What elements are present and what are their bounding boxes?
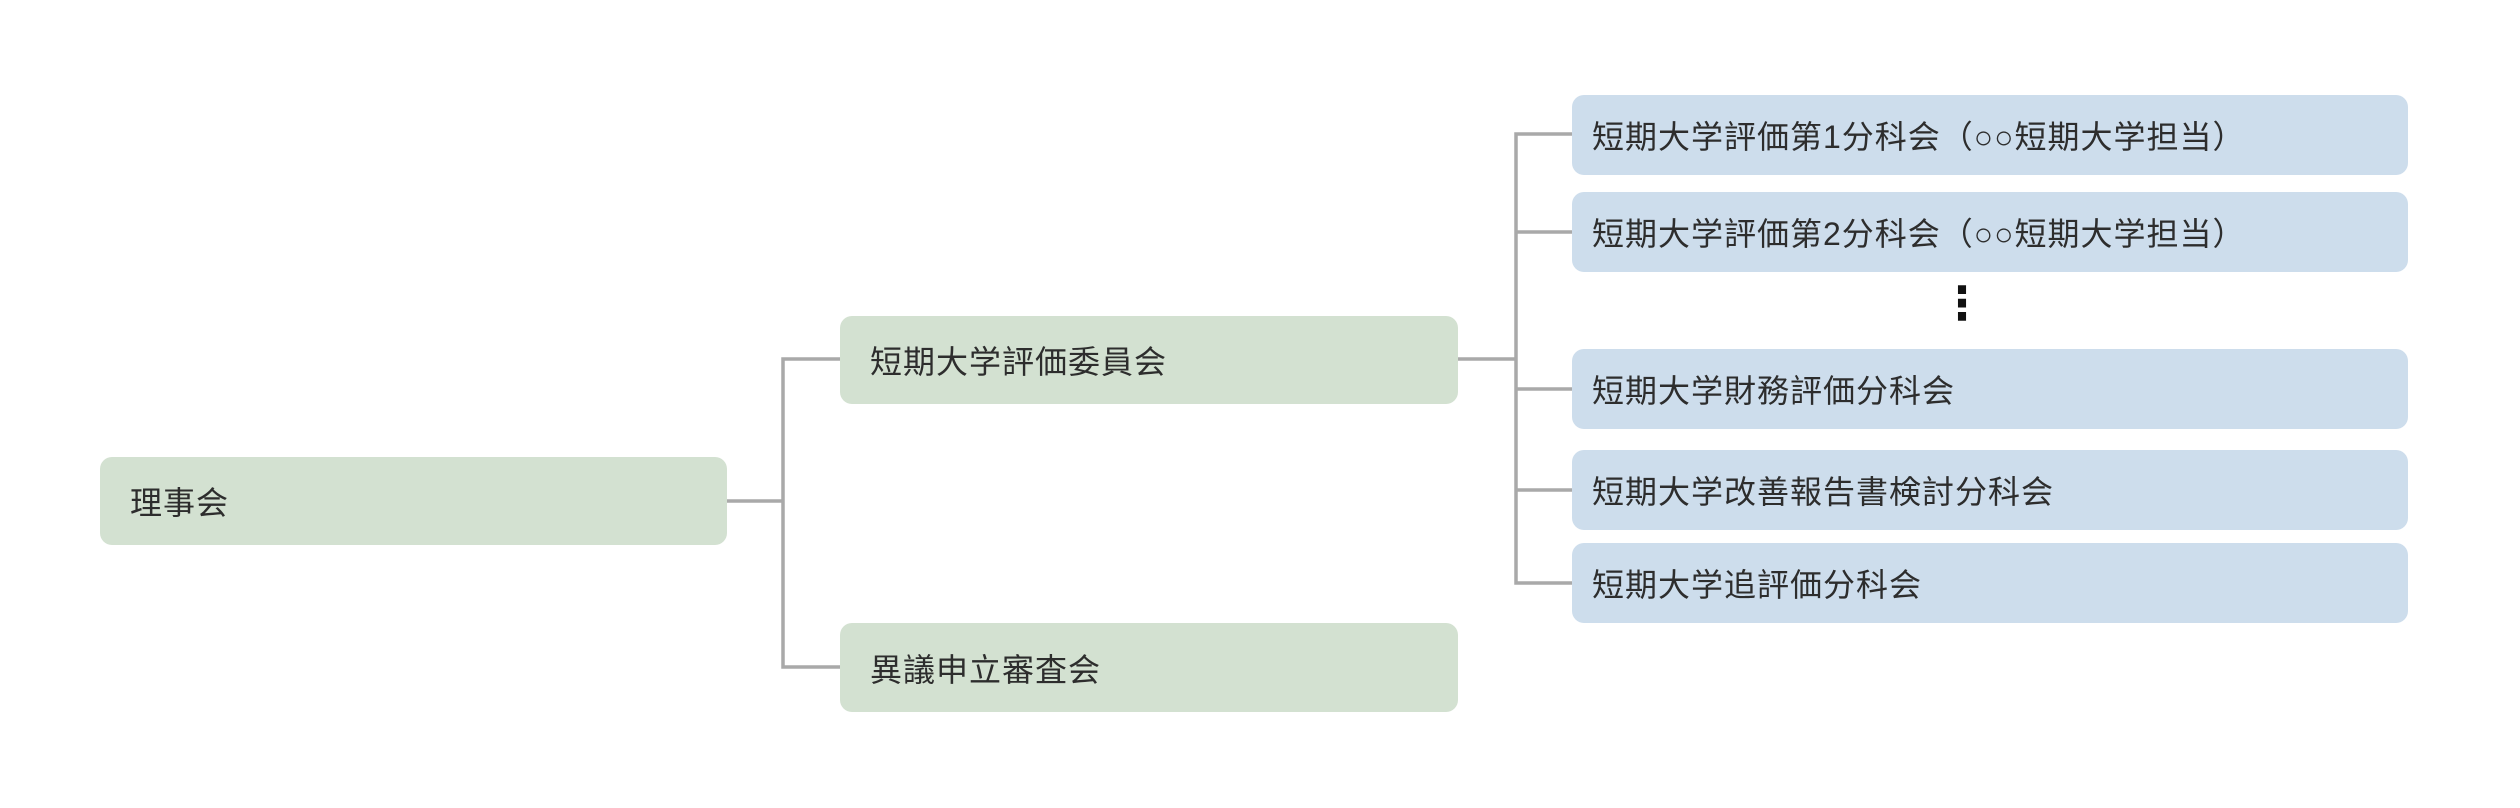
node-jc-evaluation-committee: 短期大学評価委員会 [840, 316, 1458, 404]
node-board-of-directors: 理事会 [100, 457, 727, 545]
node-follow-up-evaluation-subcommittee: 短期大学追評価分科会 [1572, 543, 2408, 623]
node-improvement-report-review-subcommittee: 短期大学改善報告書検討分科会 [1572, 450, 2408, 530]
connector-left-trunk [781, 357, 842, 669]
vertical-ellipsis: ⋮ [1939, 277, 1985, 329]
node-board-of-directors-label: 理事会 [130, 485, 230, 521]
node-subcommittee-2: 短期大学評価第2分科会（○○短期大学担当） [1572, 192, 2408, 272]
node-jc-evaluation-committee-label: 短期大学評価委員会 [870, 344, 1168, 380]
node-appeal-review-board: 異議申立審査会 [840, 623, 1458, 712]
node-follow-up-evaluation-subcommittee-label: 短期大学追評価分科会 [1592, 567, 1923, 603]
node-appeal-review-board-label: 異議申立審査会 [870, 651, 1102, 688]
node-subcommittee-1-label: 短期大学評価第1分科会（○○短期大学担当） [1592, 119, 2246, 155]
node-subcommittee-2-label: 短期大学評価第2分科会（○○短期大学担当） [1592, 216, 2246, 252]
node-finance-evaluation-subcommittee: 短期大学財務評価分科会 [1572, 349, 2408, 429]
connector-right-trunk [1514, 132, 1572, 585]
node-finance-evaluation-subcommittee-label: 短期大学財務評価分科会 [1592, 373, 1956, 409]
node-subcommittee-1: 短期大学評価第1分科会（○○短期大学担当） [1572, 95, 2408, 175]
node-improvement-report-review-subcommittee-label: 短期大学改善報告書検討分科会 [1592, 474, 2055, 510]
